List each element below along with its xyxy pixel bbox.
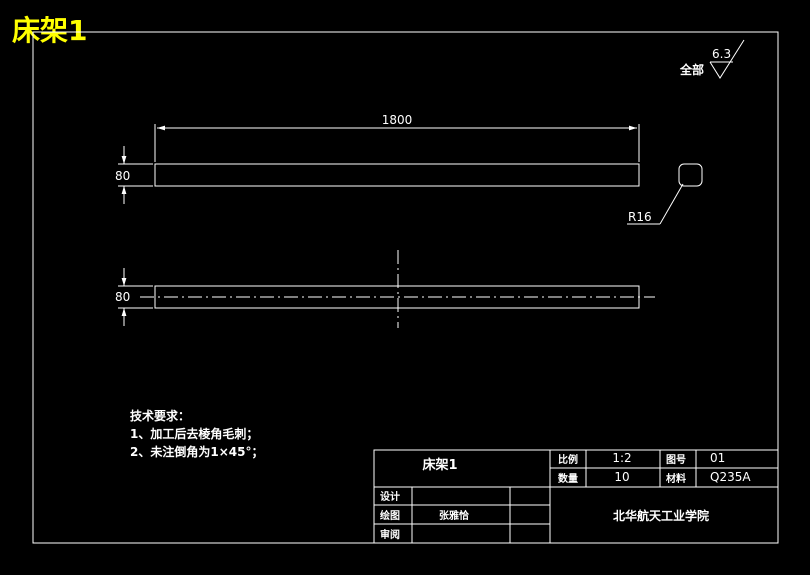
drawing-no-value: 01: [710, 451, 725, 465]
scale-value: 1:2: [612, 451, 631, 465]
roughness-check-mark: [709, 39, 745, 79]
height-dimension-text: 80: [115, 169, 130, 183]
tech-req-item: 2、未注倒角为1×45°；: [130, 444, 263, 459]
front-view: 1800 80: [115, 113, 640, 204]
drawing-no-label: 图号: [666, 454, 686, 466]
tech-req-heading: 技术要求：: [130, 408, 190, 423]
roughness-symbol: 全部 6.3: [679, 39, 745, 79]
institution-name: 北华航天工业学院: [613, 508, 709, 523]
review-label: 审阅: [380, 528, 400, 541]
drawing-title: 床架1: [12, 14, 87, 47]
length-dimension-text: 1800: [382, 113, 413, 127]
rounded-corner-detail: [678, 163, 703, 187]
radius-label: R16: [628, 210, 652, 224]
title-block-frame: [373, 449, 779, 544]
material-value: Q235A: [710, 470, 751, 484]
radius-detail: R16: [627, 163, 703, 225]
drafter-name: 张雅恰: [439, 509, 469, 522]
technical-requirements: 技术要求： 1、加工后去棱角毛刺； 2、未注倒角为1×45°；: [130, 408, 263, 459]
tech-req-item: 1、加工后去棱角毛刺；: [130, 426, 258, 441]
drawing-border: [32, 31, 779, 544]
part-name: 床架1: [422, 457, 457, 473]
front-view-outline: [154, 163, 640, 187]
quantity-value: 10: [614, 470, 629, 484]
design-label: 设计: [380, 490, 400, 503]
material-label: 材料: [666, 472, 686, 485]
roughness-value: 6.3: [712, 47, 731, 61]
height-dimension-text-2: 80: [115, 290, 130, 304]
scale-label: 比例: [558, 453, 578, 466]
roughness-label: 全部: [679, 62, 704, 77]
quantity-label: 数量: [558, 472, 578, 485]
drafter-label: 绘图: [380, 509, 400, 522]
title-block: 床架1 比例 1:2 图号 01 数量 10 材料 Q235A 设计 绘图 张雅…: [373, 449, 779, 544]
radius-leader-line: [659, 183, 684, 225]
top-view: 80: [115, 250, 655, 328]
